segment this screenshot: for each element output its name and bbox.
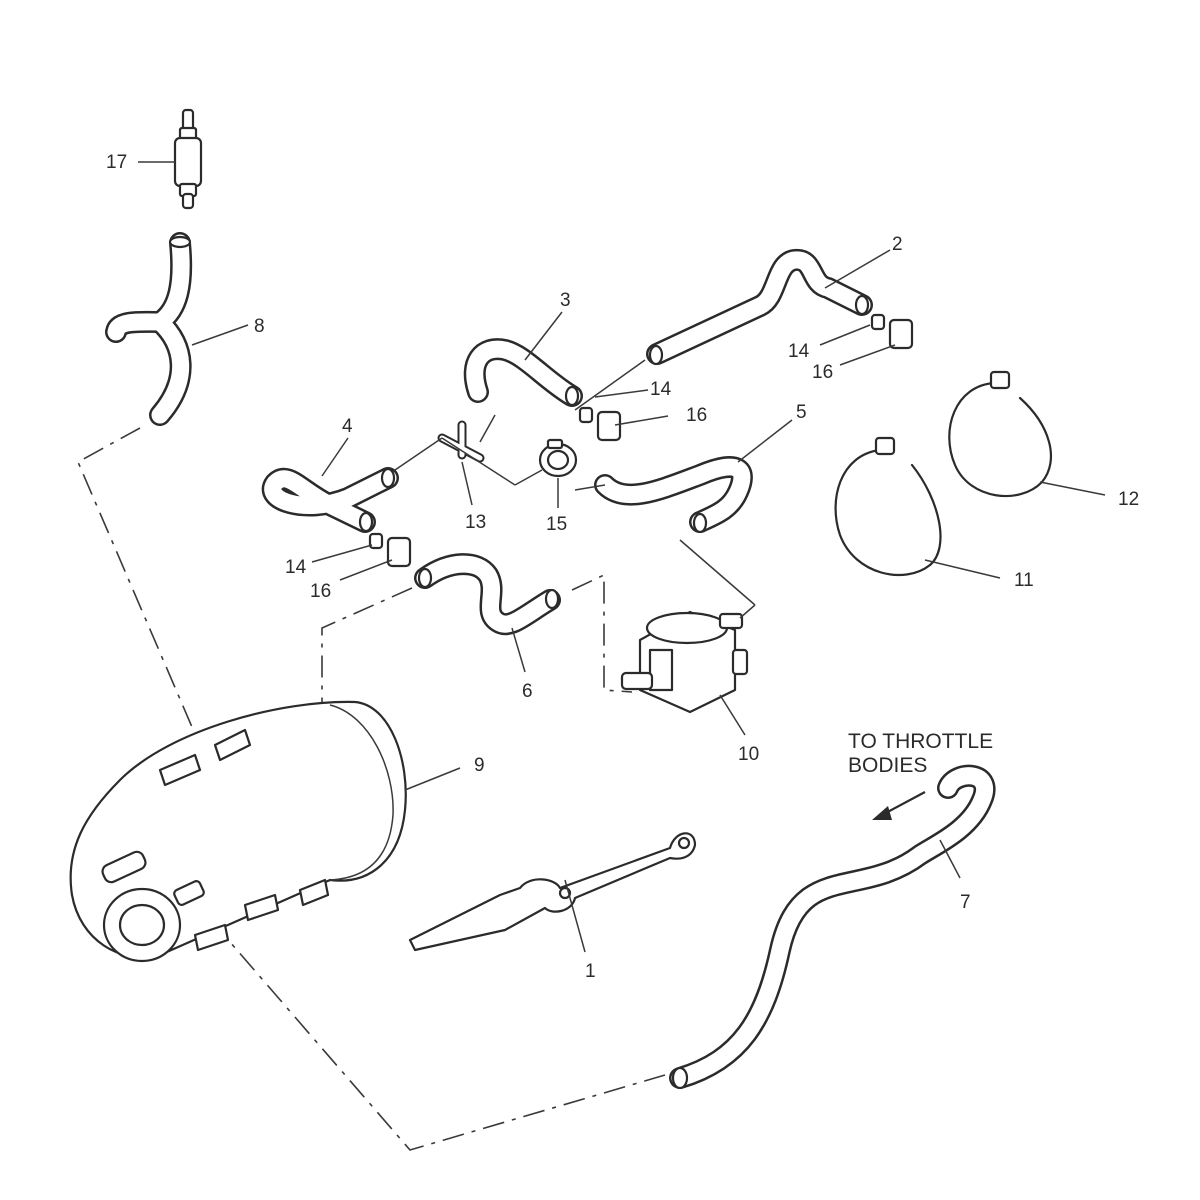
part-8-y-hose bbox=[105, 232, 193, 426]
label-12: 12 bbox=[1118, 489, 1139, 510]
label-6: 6 bbox=[522, 681, 533, 702]
label-1: 1 bbox=[585, 961, 596, 982]
part-17-filter bbox=[173, 108, 203, 210]
label-16-left: 16 bbox=[310, 581, 331, 602]
part-2-hose bbox=[646, 249, 873, 366]
part-number-labels: 17 8 2 3 14 16 14 16 4 5 13 15 12 14 16 … bbox=[106, 152, 1139, 982]
label-16-top-right: 16 bbox=[812, 362, 833, 383]
label-14-middle: 14 bbox=[650, 379, 672, 400]
part-9-canister bbox=[69, 700, 407, 963]
part-11-spring-clip bbox=[834, 436, 942, 577]
label-3: 3 bbox=[560, 290, 571, 311]
label-8: 8 bbox=[254, 316, 265, 337]
part-14-16-fittings bbox=[368, 313, 914, 568]
label-5: 5 bbox=[796, 402, 807, 423]
part-7-hose bbox=[669, 764, 996, 1090]
label-14-left: 14 bbox=[285, 557, 307, 578]
part-1-bracket bbox=[408, 832, 697, 952]
label-10: 10 bbox=[738, 744, 759, 765]
label-16-middle: 16 bbox=[686, 405, 707, 426]
throttle-direction-arrow bbox=[872, 791, 926, 820]
label-4: 4 bbox=[342, 416, 353, 437]
part-6-hose bbox=[414, 553, 561, 636]
throttle-note-line-2: BODIES bbox=[848, 754, 927, 777]
part-5-hose bbox=[594, 456, 753, 534]
label-9: 9 bbox=[474, 755, 485, 776]
leader-lines bbox=[138, 161, 1106, 953]
label-7: 7 bbox=[960, 892, 971, 913]
label-2: 2 bbox=[892, 234, 903, 255]
part-4-hose bbox=[261, 467, 399, 533]
part-10-purge-valve bbox=[620, 610, 749, 714]
label-11: 11 bbox=[1014, 570, 1034, 591]
throttle-note-line-1: TO THROTTLE bbox=[848, 730, 993, 753]
label-14-top-right: 14 bbox=[788, 341, 810, 362]
part-15-clamp bbox=[538, 438, 578, 478]
label-13: 13 bbox=[465, 512, 486, 533]
part-3-hose bbox=[463, 338, 583, 407]
label-17: 17 bbox=[106, 152, 127, 173]
part-12-spring-clip bbox=[948, 370, 1053, 497]
label-15: 15 bbox=[546, 514, 567, 535]
